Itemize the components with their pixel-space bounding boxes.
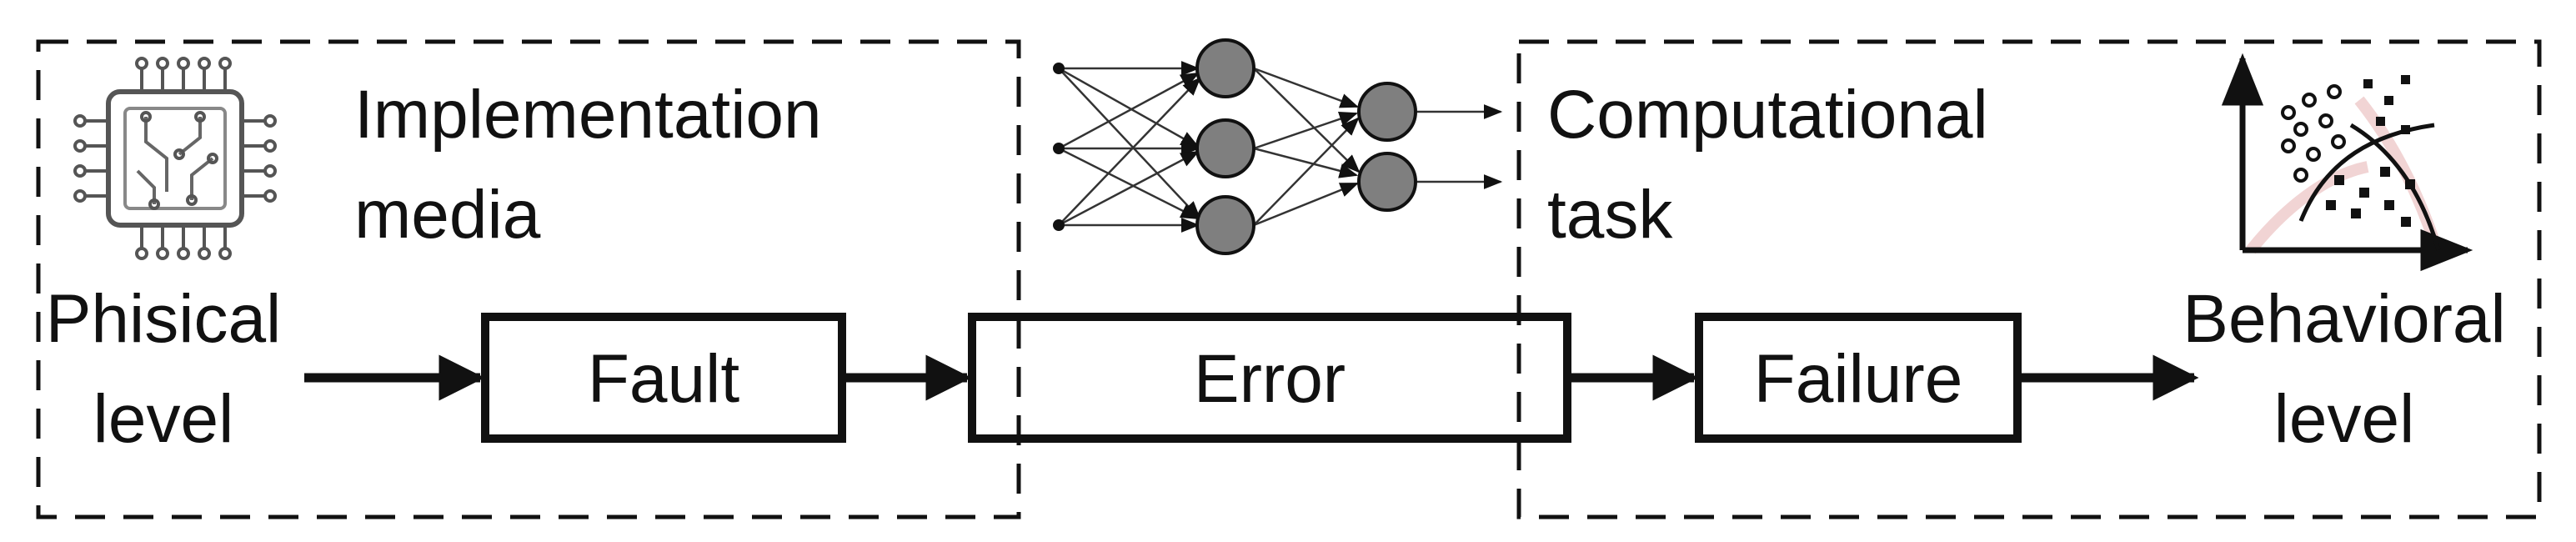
fault-box-label: Fault [588,341,740,417]
classification-scatter-icon [2221,53,2473,272]
computational-task-label-line2: task [1547,177,1673,253]
microchip-icon [73,57,277,260]
error-box [968,313,1571,443]
error-box-label: Error [1194,341,1346,417]
implementation-media-label-line2: media [354,177,541,253]
computational-task-label-line1: Computational [1547,77,1988,153]
behavioral-level-label-line1: Behavioral [2183,281,2505,357]
computational-task-region [1516,39,2542,519]
behavioral-level-label-line2: level [2274,381,2415,457]
implementation-media-label-line1: Implementation [354,77,822,153]
failure-box-label: Failure [1754,341,1963,417]
physical-level-label-line1: Phisical [46,281,282,357]
physical-level-label-line2: level [93,381,234,457]
fault-box [481,313,846,443]
implementation-media-region [36,39,1021,519]
failure-box [1695,313,2022,443]
neural-network-icon [1053,38,1503,255]
